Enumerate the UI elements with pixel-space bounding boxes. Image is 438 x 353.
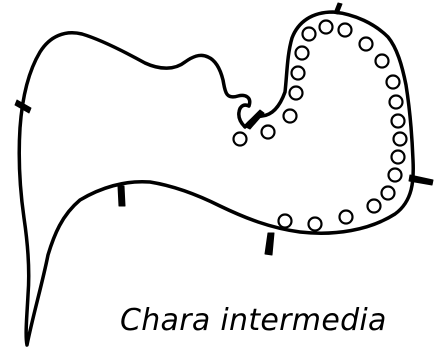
ring-marker	[390, 113, 406, 129]
ring-marker	[290, 65, 306, 81]
ring-marker	[232, 131, 248, 147]
ring-marker	[260, 124, 276, 140]
ring-marker	[380, 185, 396, 201]
ring-markers	[232, 19, 408, 232]
ring-marker	[385, 74, 401, 90]
species-caption: Chara intermedia	[120, 303, 387, 338]
ring-marker	[307, 216, 323, 232]
ring-marker	[294, 45, 310, 61]
ring-marker	[318, 19, 334, 35]
ring-marker	[301, 26, 317, 42]
node-tick	[117, 185, 126, 207]
node-tick	[243, 109, 265, 130]
node-tick	[264, 232, 275, 256]
ring-marker	[337, 22, 353, 38]
node-ticks	[14, 2, 434, 256]
node-tick	[408, 174, 434, 186]
ring-marker	[277, 213, 293, 229]
ring-marker	[288, 85, 304, 101]
node-tick	[333, 2, 343, 15]
ring-marker	[338, 209, 354, 225]
ring-marker	[366, 198, 382, 214]
ring-marker	[282, 108, 298, 124]
ring-marker	[374, 53, 390, 69]
organism-outline	[17, 10, 416, 347]
ring-marker	[388, 94, 404, 110]
ring-marker	[392, 131, 408, 147]
ring-marker	[390, 149, 406, 165]
ring-marker	[358, 36, 374, 52]
ring-marker	[387, 167, 403, 183]
node-tick	[14, 99, 32, 114]
